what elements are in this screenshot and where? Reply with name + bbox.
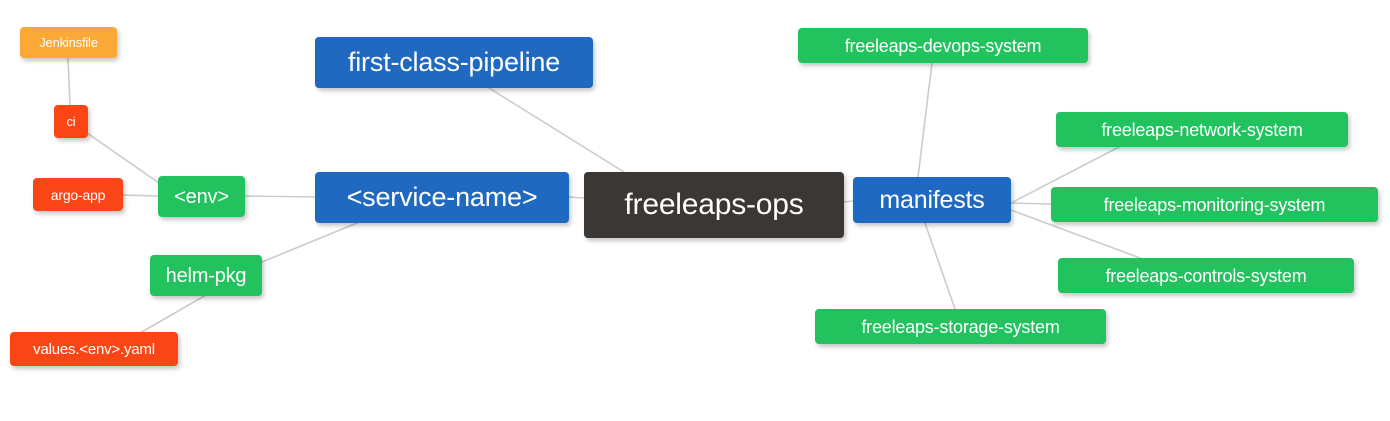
node-freeleaps-storage-system[interactable]: freeleaps-storage-system (815, 309, 1106, 344)
node-service-name[interactable]: <service-name> (315, 172, 569, 223)
edge-env-to-service-name (244, 195, 316, 198)
node-env[interactable]: <env> (158, 176, 245, 217)
node-argo-app[interactable]: argo-app (33, 178, 123, 211)
edge-manifests-to-freeleaps-devops-system (917, 62, 933, 178)
node-ci[interactable]: ci (54, 105, 88, 138)
node-freeleaps-devops-system[interactable]: freeleaps-devops-system (798, 28, 1088, 63)
edge-ci-to-env (86, 132, 160, 184)
edge-freeleaps-ops-to-manifests (843, 200, 854, 203)
edge-jenkinsfile-to-ci (67, 57, 71, 106)
edge-manifests-to-freeleaps-storage-system (924, 222, 956, 310)
node-freeleaps-monitoring-system[interactable]: freeleaps-monitoring-system (1051, 187, 1378, 222)
node-freeleaps-controls-system[interactable]: freeleaps-controls-system (1058, 258, 1354, 293)
node-first-class-pipeline[interactable]: first-class-pipeline (315, 37, 593, 88)
edge-manifests-to-freeleaps-monitoring-system (1010, 202, 1052, 205)
node-freeleaps-ops[interactable]: freeleaps-ops (584, 172, 844, 238)
node-manifests[interactable]: manifests (853, 177, 1011, 223)
edge-service-name-to-freeleaps-ops (568, 196, 585, 199)
edge-values-yaml-to-helm-pkg (139, 294, 207, 334)
node-freeleaps-network-system[interactable]: freeleaps-network-system (1056, 112, 1348, 147)
edge-argo-app-to-env (121, 194, 159, 197)
node-helm-pkg[interactable]: helm-pkg (150, 255, 262, 296)
edge-first-class-pipeline-to-freeleaps-ops (488, 87, 625, 173)
edge-helm-pkg-to-service-name (261, 222, 358, 263)
node-values-yaml[interactable]: values.<env>.yaml (10, 332, 178, 366)
node-jenkinsfile[interactable]: Jenkinsfile (20, 27, 117, 58)
